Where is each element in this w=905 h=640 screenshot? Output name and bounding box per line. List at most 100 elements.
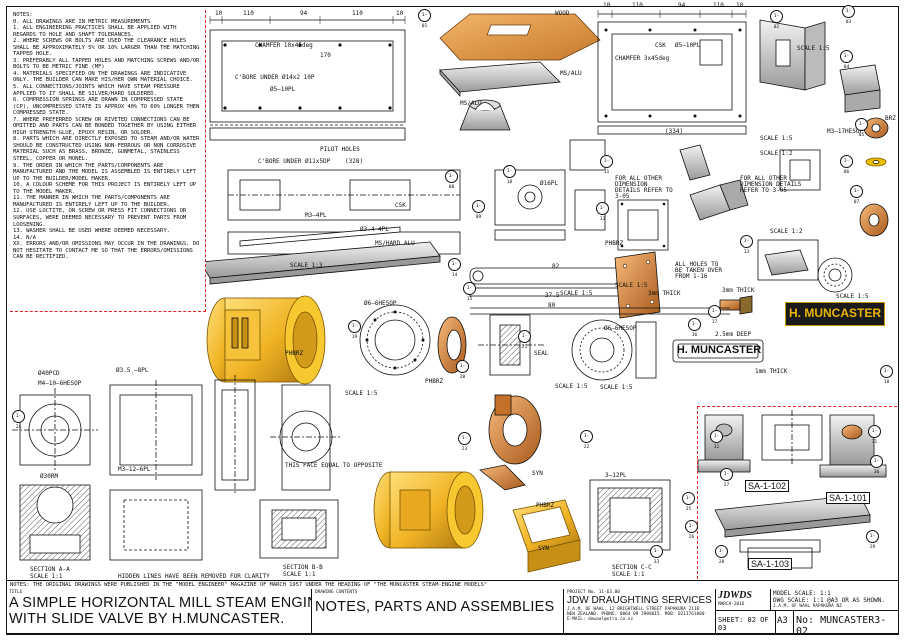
section-label: SECTION C-C [612,564,652,571]
title-cell: TITLE A SIMPLE HORIZONTAL MILL STEAM ENG… [6,589,312,635]
dim-label: 2.5mm DEEP [715,331,752,338]
title-block: TITLE A SIMPLE HORIZONTAL MILL STEAM ENG… [6,580,899,635]
note-item: 7. WHERE PREFERRED SCREW OR RIVETED CONN… [13,116,196,136]
scale-label: SCALE 1:3 [290,262,323,269]
drawing-title-line1: A SIMPLE HORIZONTAL MILL STEAM ENGINE [9,595,312,611]
note-item: 4. MATERIALS SPECIFIED ON THE DRAWINGS A… [13,70,193,84]
dim-label: 94 [300,10,308,17]
material-label: PHBRZ [605,240,624,247]
company-cell: PROJECT No. 11-63.00 JDW DRAUGHTING SERV… [564,589,716,635]
material-label: SYN [532,470,543,477]
base-plate-view [209,29,406,123]
scale-label: SCALE 1:2 [760,150,793,157]
subassembly-label: SA-1-101 [826,492,871,504]
dim-label: Ø30RM [40,473,59,480]
material-label: MS/ALU [460,100,482,107]
dim-label: M4—10—6HESOP [38,380,82,387]
subassembly-label: SA-1-102 [745,480,790,492]
scale-label: SCALE 1:5 [555,383,588,390]
dim-label: 1mm THICK [755,368,788,375]
part-callout: 1-14 [448,258,461,278]
dim-label: 10 [215,10,223,17]
dim-label: 110 [243,10,254,17]
drawing-title-line2: WITH SLIDE VALVE BY H.MUNCASTER. [9,611,285,627]
part-callout: 1-11 [600,155,613,175]
material-label: PHBRZ [425,378,444,385]
part-callout: 1-07 [850,185,863,205]
scale-label: SCALE 1:5 [560,290,593,297]
part-callout: 1-31 [868,425,881,445]
note-item: 6. COMPRESSION SPRINGS ARE DRAWN IN COMP… [13,97,200,117]
note-item: XX. ERRORS AND/OR OMISSIONS MAY OCCUR IN… [13,241,200,261]
dim-label: M3—4PL [305,212,327,219]
publication-note: NOTES: THE ORIGINAL DRAWINGS WERE PUBLIS… [10,582,488,588]
dim-label: Ø5—10PL [675,42,701,49]
dim-label: 3mm THICK [648,290,681,297]
dim-label: (328) [345,158,364,165]
note-item: 10. A COLOUR SCHEME FOR THIS PROJECT IS … [13,182,196,195]
part-callout: 1-05 [855,118,868,138]
dim-label: (334) [665,128,684,135]
contents-caption: DRAWING CONTENTS [315,590,358,595]
company-address: NEW ZEALAND. PHONE: 0064 09 2988615. MOB… [567,612,705,617]
drawing-number: No: MUNCASTER3-02 [794,611,899,635]
contents-cell: DRAWING CONTENTS NOTES, PARTS AND ASSEMB… [312,589,564,635]
note-item: 13. WASHER SHALL BE USED WHERE DEEMED NE… [13,228,170,235]
scale-label: SCALE 1:5 [760,135,793,142]
subassembly-region [697,406,897,579]
company-address: J.A.M. DE WAAL, 12 BRIGHTWELL STREET PAP… [567,607,700,612]
dim-label: THIS FACE EQUAL TO OPPOSITE [285,462,383,469]
part-callout: 1-10 [503,165,516,185]
dim-label: CSK [395,202,406,209]
parts-drawing [206,10,889,573]
part-callout: 1-27 [720,468,733,488]
dim-label: M3—17HESOP [827,128,864,135]
material-label: WOOD [555,10,570,17]
part-callout: 1-32 [710,430,723,450]
dwg-scale: DWG SCALE: 1:1 @A3 OR AS SHOWN. [773,597,885,604]
dim-label: Ø3.4—4PL [360,226,389,233]
scale-label: SCALE 1:2 [770,228,803,235]
part-callout: 1-21 [518,330,531,350]
sheet-border [6,6,899,634]
note-item: 2. WHERE SCREWS OR BOLTS ARE USED THE CL… [13,38,200,58]
dim-label: 37.5 [545,292,560,299]
project-number: PROJECT No. 11-63.00 [567,590,620,595]
part-callout: 1-02 [770,10,783,30]
note-item: NOTES: [13,12,33,18]
part-callout: 1-20 [456,360,469,380]
part-callout: 1-18 [880,365,893,385]
dim-label: 10 [603,2,611,9]
part-callout: 1-30 [870,455,883,475]
note-label: ALL HOLES TO BE TAKEN OVER FROM 1-16 [675,261,722,280]
section-views-left [12,380,203,561]
part-callout: 1-09 [472,200,485,220]
note-item: 14. N/A [13,234,36,241]
material-label: PHBRZ [536,502,555,509]
part-callout: 1-22 [580,430,593,450]
dim-label: PILOT HOLES [320,146,360,153]
dim-label: Ø5—10PL [270,86,296,93]
dim-label: M3—12—6PL [118,466,151,473]
scale-label: SCALE 1:5 [836,293,869,300]
company-name: JDW DRAUGHTING SERVICES [567,595,712,606]
dim-label: 170 [320,52,331,59]
scale-label: SCALE 1:5 [600,384,633,391]
scale-label: SCALE 1:1 [612,571,645,578]
note-item: 1. ALL ENGINEERING PRACTICES SHALL BE AP… [13,25,177,38]
part-callout: 1-04 [840,50,853,70]
part-callout: 1-29 [866,530,879,550]
drawing-date: MARCH-2016 [718,602,745,607]
note-item: 9. THE ORDER IN WHICH THE PARTS/COMPONEN… [13,162,196,182]
part-callout: 1-23 [458,432,471,452]
dim-label: 94 [678,2,686,9]
part-callout: 1-26 [685,520,698,540]
general-notes: NOTES:0. ALL DRAWINGS ARE IN METRIC MEAS… [10,10,206,312]
material-label: PHBRZ [285,350,304,357]
dim-label: 80 [548,302,556,309]
dim-label: Ø3.5¸—8PL [116,367,149,374]
scale-label: SCALE 1:1 [283,571,316,578]
note-label: FOR ALL OTHER DIMENSION DETAILS REFER TO… [740,175,802,194]
scale-cell: MODEL SCALE: 1:1 DWG SCALE: 1:1 @A3 OR A… [771,589,899,611]
